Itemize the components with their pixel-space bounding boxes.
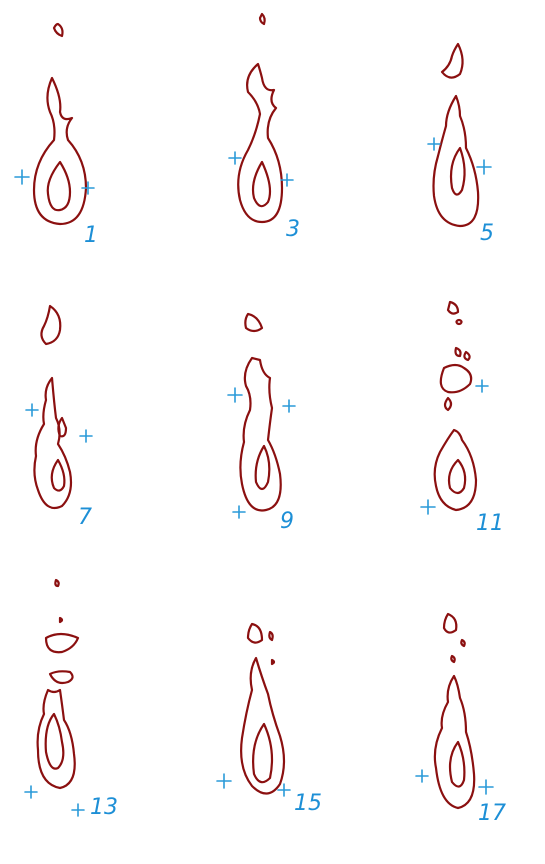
frame-13: 13: [24, 578, 118, 820]
sparkle-icon: [25, 403, 93, 443]
flame-drawing: [239, 312, 282, 512]
sparkle-icon: [24, 785, 85, 817]
frame-5: 5: [427, 42, 494, 246]
frame-7: 7: [25, 304, 93, 530]
sparkle-icon: [228, 151, 294, 187]
flame-drawing: [433, 300, 478, 512]
frame-3: 3: [228, 12, 300, 242]
sparkle-icon: [216, 773, 291, 797]
sparkle-icon: [14, 169, 95, 195]
frame-number: 9: [280, 509, 294, 534]
frame-17: 17: [415, 612, 506, 826]
frame-11: 11: [420, 300, 504, 536]
frame-number: 3: [286, 217, 300, 242]
frame-number: 13: [90, 795, 118, 820]
sparkle-icon: [427, 137, 492, 175]
flame-drawing: [237, 12, 284, 224]
flame-drawing: [240, 622, 286, 795]
flame-drawing: [433, 612, 476, 810]
frame-number: 11: [476, 511, 504, 536]
flame-drawing: [33, 304, 73, 510]
frame-1: 1: [14, 22, 98, 248]
flame-drawing: [32, 22, 88, 226]
sparkle-icon: [420, 379, 489, 515]
frame-9: 9: [227, 312, 296, 534]
flame-drawing: [36, 578, 80, 790]
frame-15: 15: [216, 622, 322, 816]
frame-number: 17: [478, 801, 506, 826]
frame-number: 5: [480, 221, 494, 246]
frame-number: 1: [84, 223, 98, 248]
sparkle-icon: [227, 387, 296, 519]
frame-number: 7: [78, 505, 92, 530]
frame-number: 15: [294, 791, 322, 816]
sparkle-icon: [415, 769, 494, 795]
flame-drawing: [432, 42, 480, 228]
